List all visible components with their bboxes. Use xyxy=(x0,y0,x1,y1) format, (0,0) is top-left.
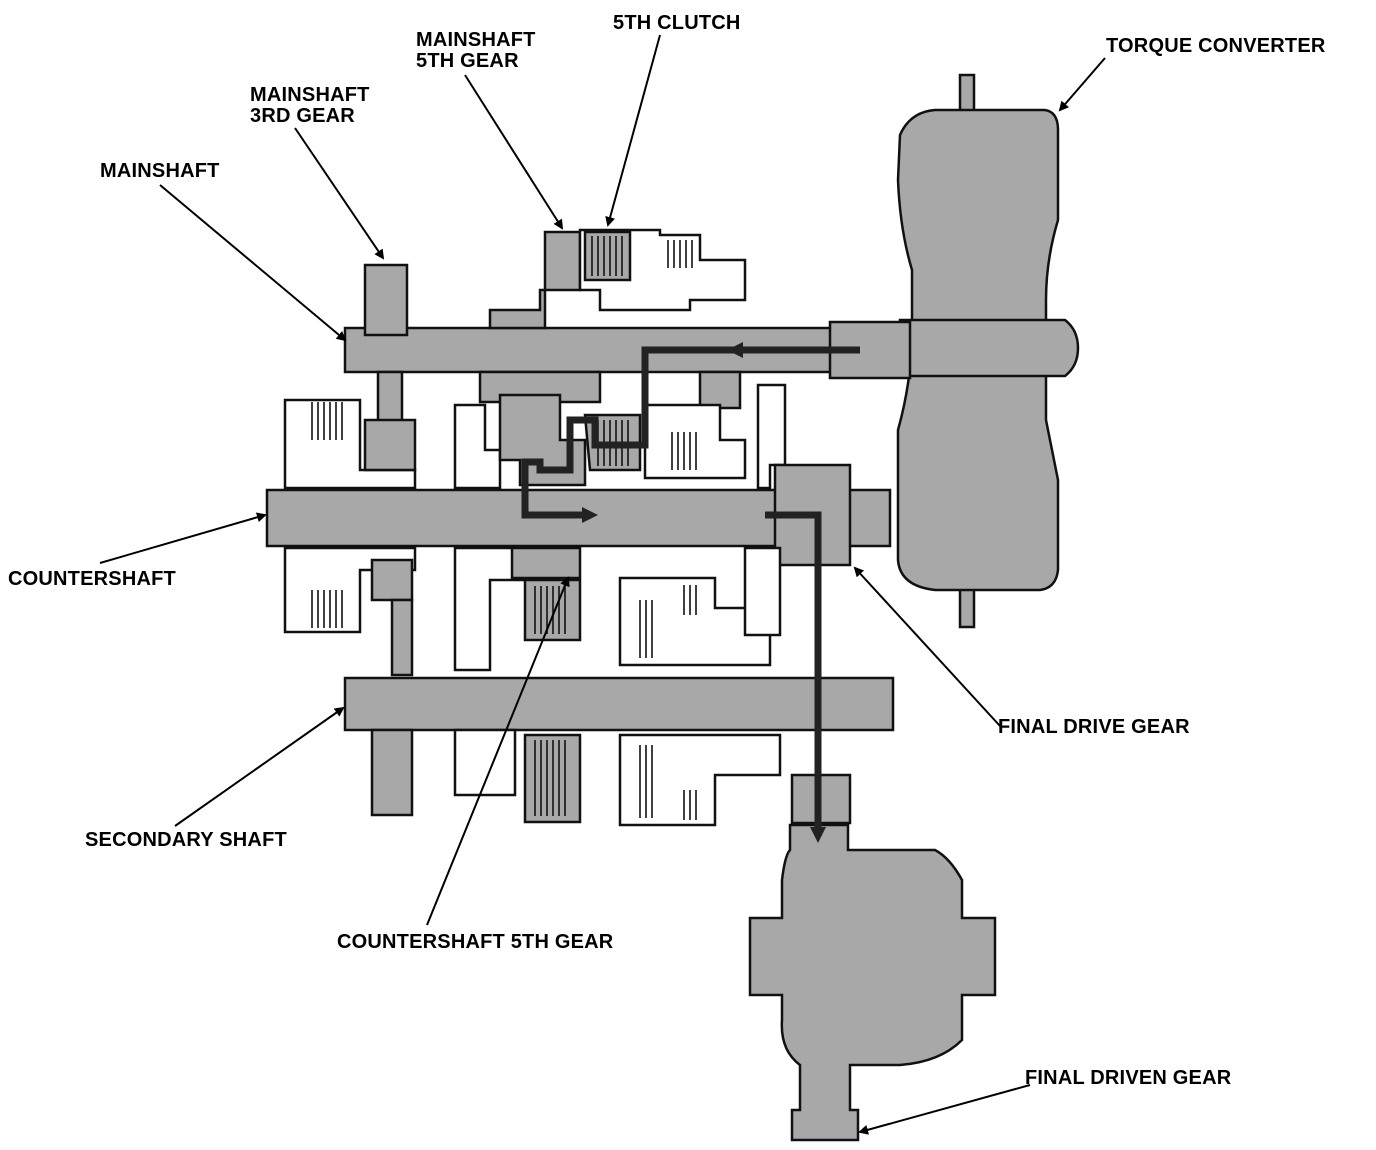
label-mainshaft-3rd-gear-line2: 3RD GEAR xyxy=(250,105,355,127)
leader-secondary-shaft xyxy=(174,706,345,827)
label-final-drive-gear: FINAL DRIVE GEAR xyxy=(998,716,1190,738)
label-mainshaft-5th-gear-line2: 5TH GEAR xyxy=(416,50,519,72)
label-mainshaft-5th-gear-line1: MAINSHAFT xyxy=(416,29,536,51)
leader-final-driven-gear xyxy=(858,1084,1031,1135)
label-torque-converter: TORQUE CONVERTER xyxy=(1106,35,1326,57)
fifth-clutch-pack xyxy=(578,228,747,312)
label-mainshaft-3rd-gear-line1: MAINSHAFT xyxy=(250,84,370,106)
torque-converter xyxy=(896,73,1080,629)
label-mainshaft: MAINSHAFT xyxy=(100,160,220,182)
label-countershaft: COUNTERSHAFT xyxy=(8,568,176,590)
leader-countershaft-5th-gear xyxy=(426,576,570,926)
lower-gear-cluster xyxy=(283,546,782,677)
leader-mainshaft-5th-gear xyxy=(464,74,564,230)
label-fifth-clutch: 5TH CLUTCH xyxy=(613,12,741,34)
label-final-driven-gear: FINAL DRIVEN GEAR xyxy=(1025,1067,1232,1089)
mid-gear-cluster xyxy=(283,383,787,490)
label-countershaft-5th-gear: COUNTERSHAFT 5TH GEAR xyxy=(337,931,614,953)
leader-mainshaft-3rd-gear xyxy=(294,127,385,260)
power-flow-path xyxy=(521,342,860,843)
leader-final-drive-gear xyxy=(853,566,1001,727)
leader-fifth-clutch xyxy=(605,34,661,227)
leader-lines xyxy=(99,34,1106,1135)
leader-torque-converter xyxy=(1058,57,1106,112)
leader-mainshaft xyxy=(159,184,347,342)
leader-countershaft xyxy=(99,512,267,564)
final-driven-gear xyxy=(748,773,997,1142)
label-secondary-shaft: SECONDARY SHAFT xyxy=(85,829,287,851)
